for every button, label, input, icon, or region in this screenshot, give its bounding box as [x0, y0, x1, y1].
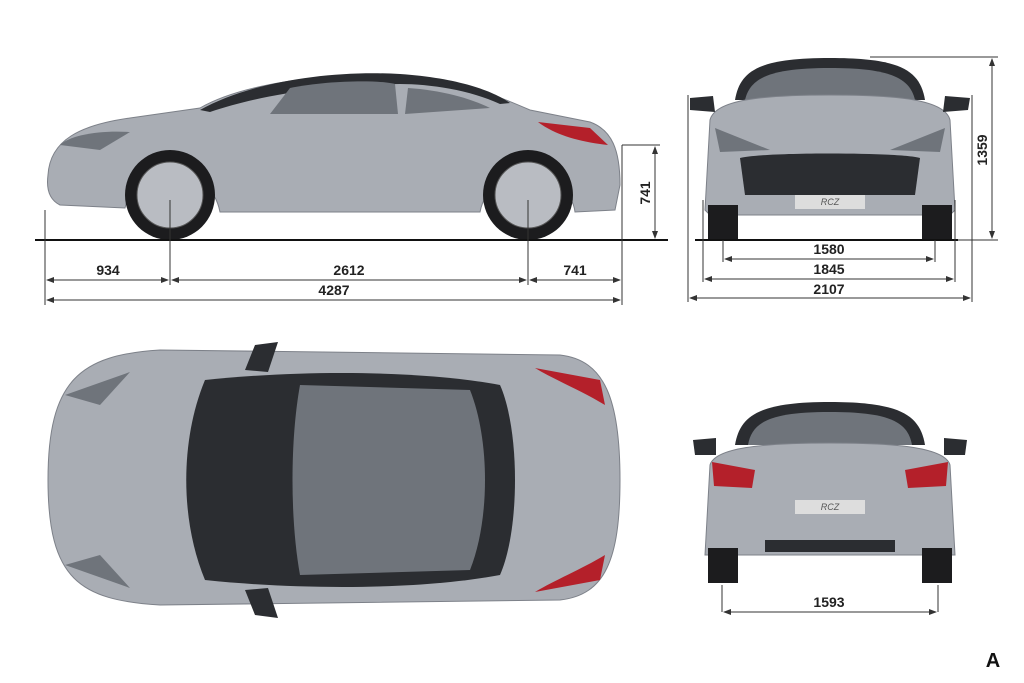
rear-overhang-label: 741 — [563, 262, 587, 278]
overall-length-label: 4287 — [318, 282, 349, 298]
rear-view-car: RCZ — [693, 402, 967, 583]
side-view-car — [35, 73, 668, 241]
rear-view-dimensions: 1593 — [721, 585, 939, 615]
front-overhang-label: 934 — [96, 262, 120, 278]
corner-label: A — [986, 650, 1000, 672]
body-width-label: 1845 — [813, 261, 844, 277]
wheelbase-label: 2612 — [333, 262, 364, 278]
rear-badge: RCZ — [821, 502, 840, 512]
overall-height-label: 1359 — [974, 134, 990, 165]
rear-track-label: 1593 — [813, 594, 844, 610]
front-track-label: 1580 — [813, 241, 844, 257]
side-view-dimensions: 934 2612 741 4287 741 — [44, 144, 660, 305]
front-view-car: RCZ — [690, 58, 970, 241]
mirror-width-label: 2107 — [813, 281, 844, 297]
front-badge: RCZ — [821, 197, 840, 207]
front-view-dimensions: 1580 1845 2107 1359 — [687, 56, 998, 302]
height-mark-label: 741 — [637, 181, 653, 205]
top-view-car — [47, 342, 621, 618]
